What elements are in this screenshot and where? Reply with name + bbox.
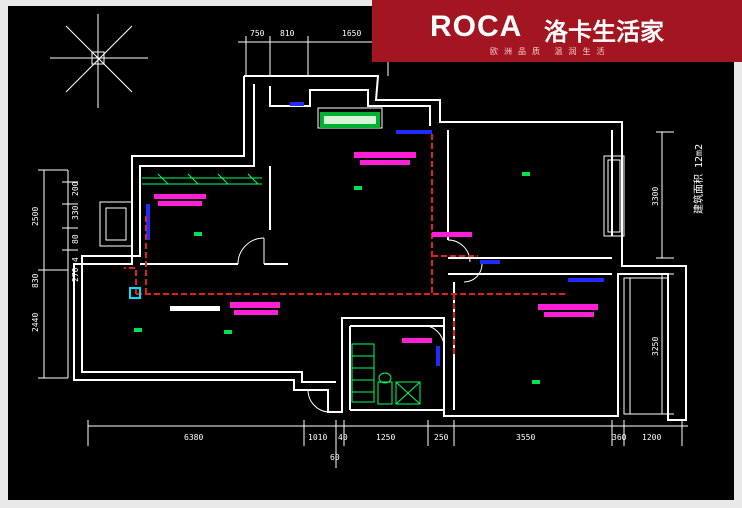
dim-left-1: 2500	[31, 207, 40, 226]
dim-bottom-8: 1200	[642, 433, 661, 442]
room-labels	[154, 152, 598, 343]
air-conditioner-unit	[320, 112, 380, 128]
dim-bottom-5: 250	[434, 433, 449, 442]
dim-bottom-extra: 60	[330, 453, 340, 462]
dimension-text: 750 810 1650 6380 1010 40 1250 250 3550 …	[31, 29, 661, 462]
radiator-bar	[170, 306, 220, 311]
dim-bottom-4: 1250	[376, 433, 395, 442]
dim-bottom-7: 360	[612, 433, 627, 442]
dim-bottom-1: 6380	[184, 433, 203, 442]
dim-left-small-3: 80	[71, 234, 80, 244]
door-swings	[237, 237, 483, 413]
dim-bottom-6: 3550	[516, 433, 535, 442]
floor-plan-canvas: 750 810 1650 6380 1010 40 1250 250 3550 …	[8, 6, 734, 500]
dim-left-small-2: 330	[71, 205, 80, 220]
dimension-lines	[38, 36, 688, 468]
brand-banner: ROCA 洛卡生活家 欧洲品质 温润生活	[372, 0, 742, 62]
kitchen-counter	[142, 173, 262, 185]
dim-top-1: 750	[250, 29, 265, 38]
dim-left-small-4: 4	[71, 257, 80, 262]
floor-plan: 750 810 1650 6380 1010 40 1250 250 3550 …	[31, 14, 705, 468]
dim-left-2: 2440	[31, 313, 40, 332]
boiler-icon	[129, 287, 141, 299]
pipe-routing	[124, 134, 568, 354]
dim-left-3: 830	[31, 273, 40, 288]
dim-top-3: 1650	[342, 29, 361, 38]
north-arrow-icon	[50, 14, 148, 108]
dim-bottom-3: 40	[338, 433, 348, 442]
window-markers	[146, 102, 604, 366]
dim-left-small-5: 270	[71, 267, 80, 282]
walls	[73, 75, 687, 421]
area-annotation: 建筑面积 12m2	[692, 144, 705, 214]
room-markers	[134, 172, 540, 384]
brand-logo-text: ROCA	[430, 10, 523, 43]
dim-bottom-2: 1010	[308, 433, 327, 442]
dim-top-2: 810	[280, 29, 295, 38]
dim-left-small-1: 200	[71, 181, 80, 196]
brand-chinese-name: 洛卡生活家	[544, 18, 664, 46]
dim-right-upper: 3300	[651, 187, 660, 206]
dim-right-lower: 3250	[651, 337, 660, 356]
brand-tagline: 欧洲品质 温润生活	[490, 47, 611, 56]
bathroom-fixtures	[351, 343, 421, 405]
